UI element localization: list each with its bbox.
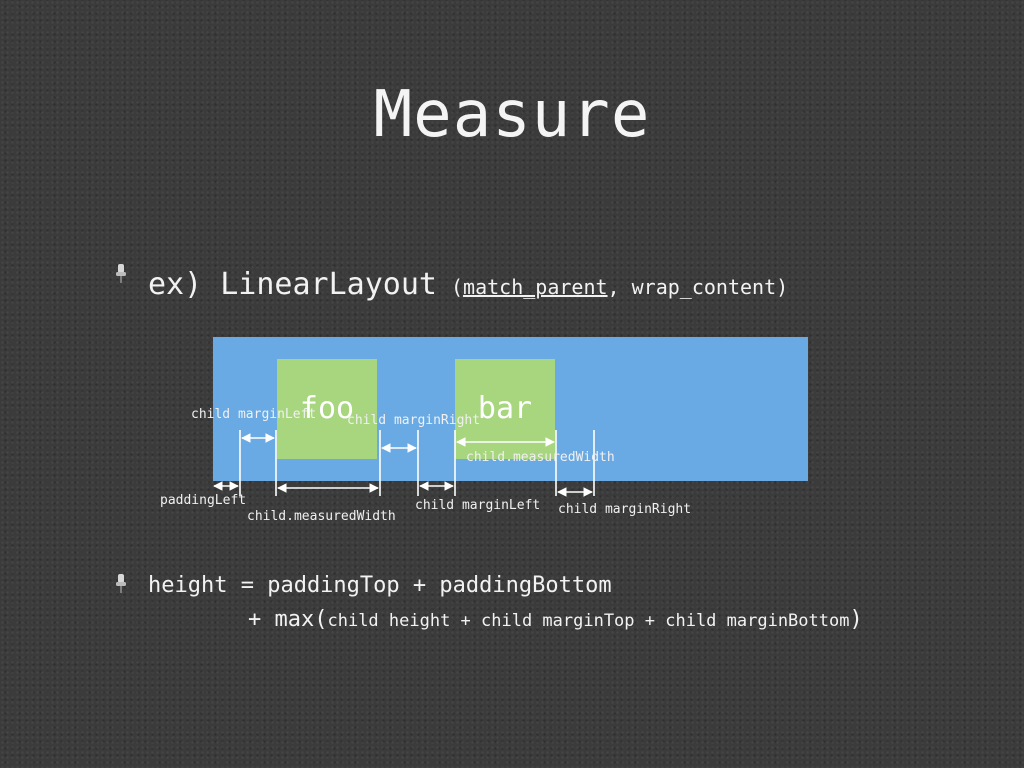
- pushpin-bullet-icon: [116, 574, 126, 593]
- formula-max-inner: child height + child marginTop + child m…: [327, 611, 850, 631]
- height-formula-line1: height = paddingTop + paddingBottom: [148, 573, 612, 598]
- width-param: match_parent: [463, 275, 608, 299]
- formula-max-open: + max(: [248, 607, 328, 632]
- label-padding-left: paddingLeft: [160, 493, 247, 508]
- paren-open: (: [450, 275, 464, 299]
- child-view-foo: foo: [277, 359, 377, 459]
- label-child-margin-left-1: child marginLeft: [191, 407, 317, 422]
- example-prefix: ex) LinearLayout: [148, 267, 437, 302]
- formula-max-close: ): [849, 607, 863, 632]
- bullet-linearlayout-example: ex) LinearLayout (match_parent, wrap_cont…: [148, 267, 788, 302]
- height-formula-line2: + max(child height + child marginTop + c…: [248, 607, 863, 632]
- label-child-margin-right-1: child marginRight: [347, 413, 481, 428]
- label-child-measured-width-1: child.measuredWidth: [247, 509, 396, 524]
- label-child-measured-width-2: child.measuredWidth: [466, 450, 615, 465]
- label-child-margin-right-2: child marginRight: [558, 502, 692, 517]
- params-rest: , wrap_content): [607, 275, 789, 299]
- pushpin-bullet-icon: [116, 264, 126, 283]
- slide-title: Measure: [373, 78, 651, 152]
- label-child-margin-left-2: child marginLeft: [415, 498, 541, 513]
